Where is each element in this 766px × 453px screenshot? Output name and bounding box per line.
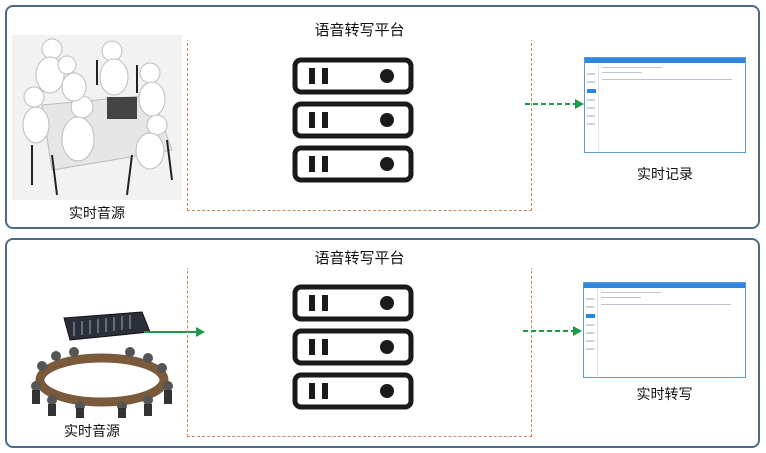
output-arrow-bottom bbox=[523, 326, 582, 336]
app-screenshot-thumbnail-bottom bbox=[583, 282, 746, 378]
server-icon bbox=[292, 57, 414, 183]
server-stack-bottom bbox=[292, 284, 414, 410]
meeting-people-illustration bbox=[12, 35, 182, 200]
app-screenshot-thumbnail-top bbox=[584, 57, 746, 153]
platform-title-top: 语音转写平台 bbox=[310, 21, 409, 39]
source-caption-top: 实时音源 bbox=[69, 206, 125, 222]
output-arrow-top bbox=[525, 99, 584, 109]
output-caption-bottom: 实时转写 bbox=[636, 387, 693, 403]
server-stack-top bbox=[292, 57, 414, 183]
source-caption-bottom: 实时音源 bbox=[64, 424, 120, 440]
output-caption-top: 实时记录 bbox=[637, 167, 693, 183]
server-icon bbox=[292, 284, 414, 410]
platform-title-bottom: 语音转写平台 bbox=[310, 249, 409, 267]
input-arrow-bottom bbox=[144, 327, 205, 337]
mixing-console-illustration bbox=[31, 311, 173, 418]
